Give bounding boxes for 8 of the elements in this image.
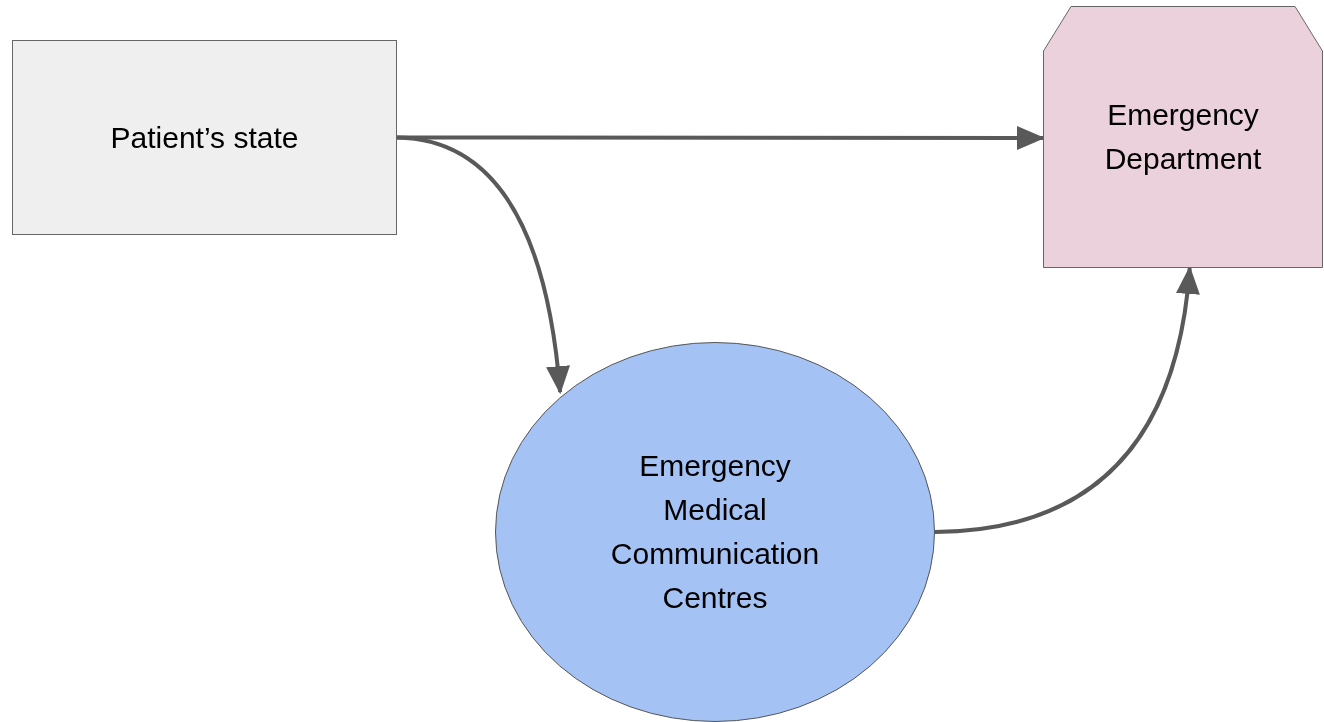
node-label: Patient’s state bbox=[110, 119, 299, 156]
arrow bbox=[934, 266, 1199, 534]
node-label: Emergency Medical Communication Centres bbox=[609, 448, 821, 616]
node-label: Emergency Department bbox=[1103, 97, 1263, 177]
process-box bbox=[12, 40, 397, 235]
snipped-corner-box bbox=[1043, 6, 1323, 268]
ellipse-node bbox=[495, 342, 935, 722]
arrow bbox=[396, 135, 570, 395]
